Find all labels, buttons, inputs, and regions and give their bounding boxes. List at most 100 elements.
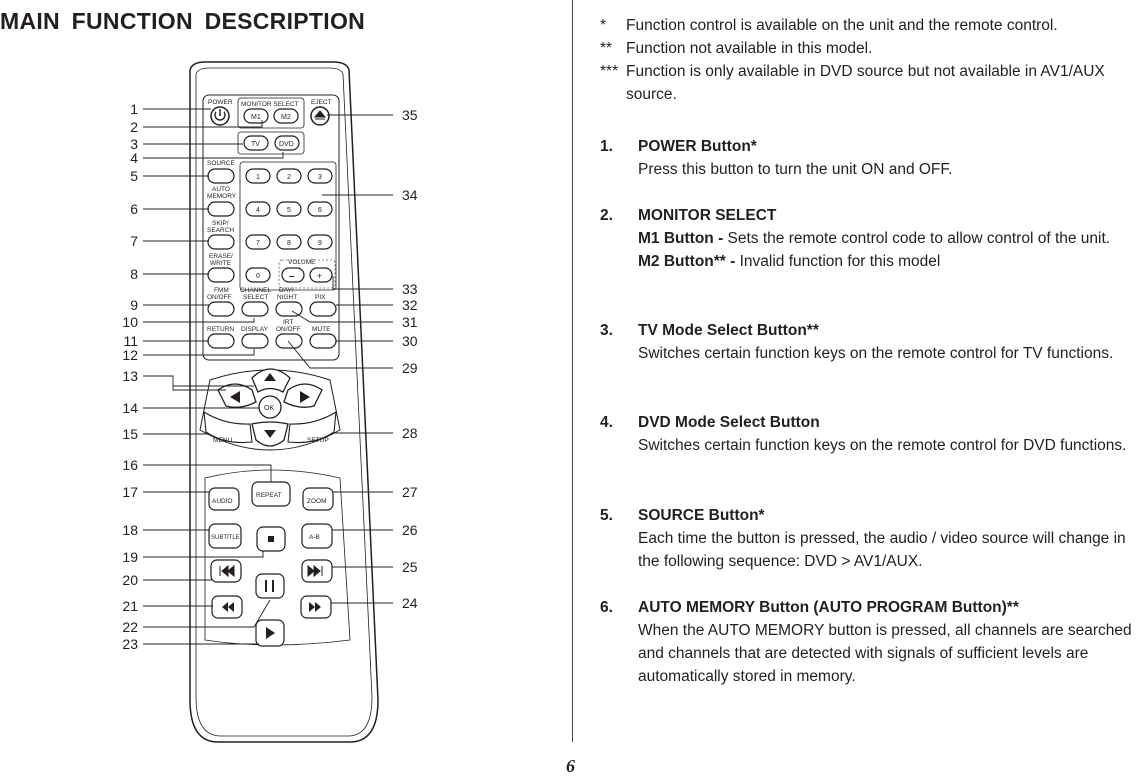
note-marker: * bbox=[600, 17, 607, 34]
callout-number: 7 bbox=[130, 233, 138, 249]
callout-number: 2 bbox=[130, 119, 138, 135]
callout-number: 9 bbox=[130, 297, 138, 313]
keypad-digit-4: 4 bbox=[256, 207, 260, 214]
remote-body-inner bbox=[195, 67, 373, 737]
left-arrow-icon bbox=[230, 391, 240, 403]
section-body: Switches certain function keys on the re… bbox=[638, 345, 1114, 362]
volume-down-label: – bbox=[289, 271, 295, 282]
return-button bbox=[207, 333, 235, 349]
auto-memory-button bbox=[207, 201, 235, 217]
dvd-button bbox=[274, 135, 300, 151]
section-number: 4. bbox=[600, 414, 613, 431]
m2-desc-text: Invalid function for this model bbox=[739, 253, 941, 270]
m1-desc-text: Sets the remote control code to allow co… bbox=[727, 230, 1111, 247]
section-heading: MONITOR SELECT bbox=[638, 207, 777, 224]
section-dvd-mode: 4.DVD Mode Select Button Switches certai… bbox=[600, 411, 1145, 457]
section-number: 2. bbox=[600, 207, 613, 224]
m1-desc-label: M1 Button - bbox=[638, 230, 724, 247]
section-body: When the AUTO MEMORY button is pressed, … bbox=[638, 622, 1132, 685]
m2-desc-label: M2 Button** - bbox=[638, 253, 736, 270]
callout-number: 26 bbox=[402, 522, 418, 538]
day-night-button bbox=[275, 301, 303, 317]
down-arrow-icon bbox=[264, 430, 276, 438]
stop-icon bbox=[268, 536, 274, 542]
subtitle-button bbox=[208, 523, 242, 549]
keypad-digit-7: 7 bbox=[256, 240, 260, 247]
menu-button bbox=[203, 410, 253, 444]
m1-label: M1 bbox=[251, 114, 261, 121]
zoom-label: ZOOM bbox=[307, 498, 327, 505]
callout-number: 32 bbox=[402, 297, 418, 313]
callout-number: 31 bbox=[402, 314, 418, 330]
callout-number: 27 bbox=[402, 484, 418, 500]
keypad-digit-0: 0 bbox=[256, 273, 260, 280]
section-tv-mode: 3.TV Mode Select Button** Switches certa… bbox=[600, 319, 1145, 365]
audio-label: AUDIO bbox=[212, 498, 233, 505]
skip-label: SKIP/ bbox=[212, 220, 229, 227]
channel-label-2: SELECT bbox=[243, 294, 268, 301]
skip-search-button bbox=[207, 234, 235, 250]
callout-number: 29 bbox=[402, 360, 418, 376]
channel-label: CHANNEL bbox=[240, 287, 271, 294]
callout-lines bbox=[143, 108, 393, 645]
callout-number: 4 bbox=[130, 150, 138, 166]
keypad-digit-5: 5 bbox=[287, 207, 291, 214]
callout-number: 19 bbox=[122, 549, 138, 565]
callout-number: 3 bbox=[130, 136, 138, 152]
repeat-label: REPEAT bbox=[256, 492, 282, 499]
section-number: 6. bbox=[600, 599, 613, 616]
mute-label: MUTE bbox=[312, 326, 331, 333]
keypad-digit-6: 6 bbox=[318, 207, 322, 214]
write-label: WRITE bbox=[210, 260, 232, 267]
callout-number: 6 bbox=[130, 201, 138, 217]
prev-icon bbox=[219, 564, 235, 578]
pause-button bbox=[255, 573, 285, 599]
dvd-label: DVD bbox=[279, 141, 294, 148]
note-text: Function control is available on the uni… bbox=[626, 17, 1058, 34]
top-panel-outline bbox=[202, 94, 340, 361]
fmm-label: FMM bbox=[214, 287, 229, 294]
pix-label: PIX bbox=[315, 294, 326, 301]
callout-number: 33 bbox=[402, 281, 418, 297]
callout-number: 34 bbox=[402, 187, 418, 203]
subtitle-label: SUBTITLE bbox=[211, 535, 240, 541]
return-label: RETURN bbox=[207, 326, 234, 333]
section-heading: DVD Mode Select Button bbox=[638, 414, 820, 431]
volume-up-label: + bbox=[317, 271, 322, 281]
source-button bbox=[207, 168, 235, 184]
memory-label: MEMORY bbox=[207, 193, 237, 200]
channel-select-button bbox=[241, 301, 269, 317]
zoom-button bbox=[302, 487, 334, 511]
callout-number: 22 bbox=[122, 619, 138, 635]
m1-button bbox=[243, 108, 269, 124]
tv-label: TV bbox=[251, 141, 260, 148]
callout-number: 1 bbox=[130, 101, 138, 117]
section-body: Each time the button is pressed, the aud… bbox=[638, 530, 1126, 570]
eject-icon bbox=[313, 110, 327, 120]
power-label: POWER bbox=[208, 99, 233, 106]
keypad-button-8 bbox=[276, 234, 302, 250]
volume-up-button bbox=[309, 267, 333, 283]
footnote-legend: * Function control is available on the u… bbox=[600, 14, 1126, 106]
next-icon bbox=[307, 564, 323, 578]
keypad-button-5 bbox=[276, 201, 302, 217]
mute-button bbox=[309, 333, 337, 349]
note-item: * Function control is available on the u… bbox=[600, 14, 1126, 37]
pause-icon bbox=[265, 580, 274, 592]
callout-number: 25 bbox=[402, 559, 418, 575]
day-label: DAY/ bbox=[279, 287, 294, 294]
nav-ring-outline bbox=[199, 369, 341, 451]
note-item: *** Function is only available in DVD so… bbox=[600, 60, 1126, 106]
eject-label: EJECT bbox=[311, 99, 332, 106]
keypad-button-2 bbox=[276, 168, 302, 184]
volume-down-button bbox=[281, 267, 305, 283]
callout-number: 8 bbox=[130, 266, 138, 282]
keypad-digit-9: 9 bbox=[318, 240, 322, 247]
section-heading: SOURCE Button* bbox=[638, 507, 765, 524]
callout-number: 30 bbox=[402, 333, 418, 349]
keypad-box bbox=[239, 161, 337, 291]
callout-number: 11 bbox=[123, 333, 138, 349]
section-power: 1.POWER Button* Press this button to tur… bbox=[600, 135, 1145, 181]
fmm-label-2: ON/OFF bbox=[207, 294, 232, 301]
